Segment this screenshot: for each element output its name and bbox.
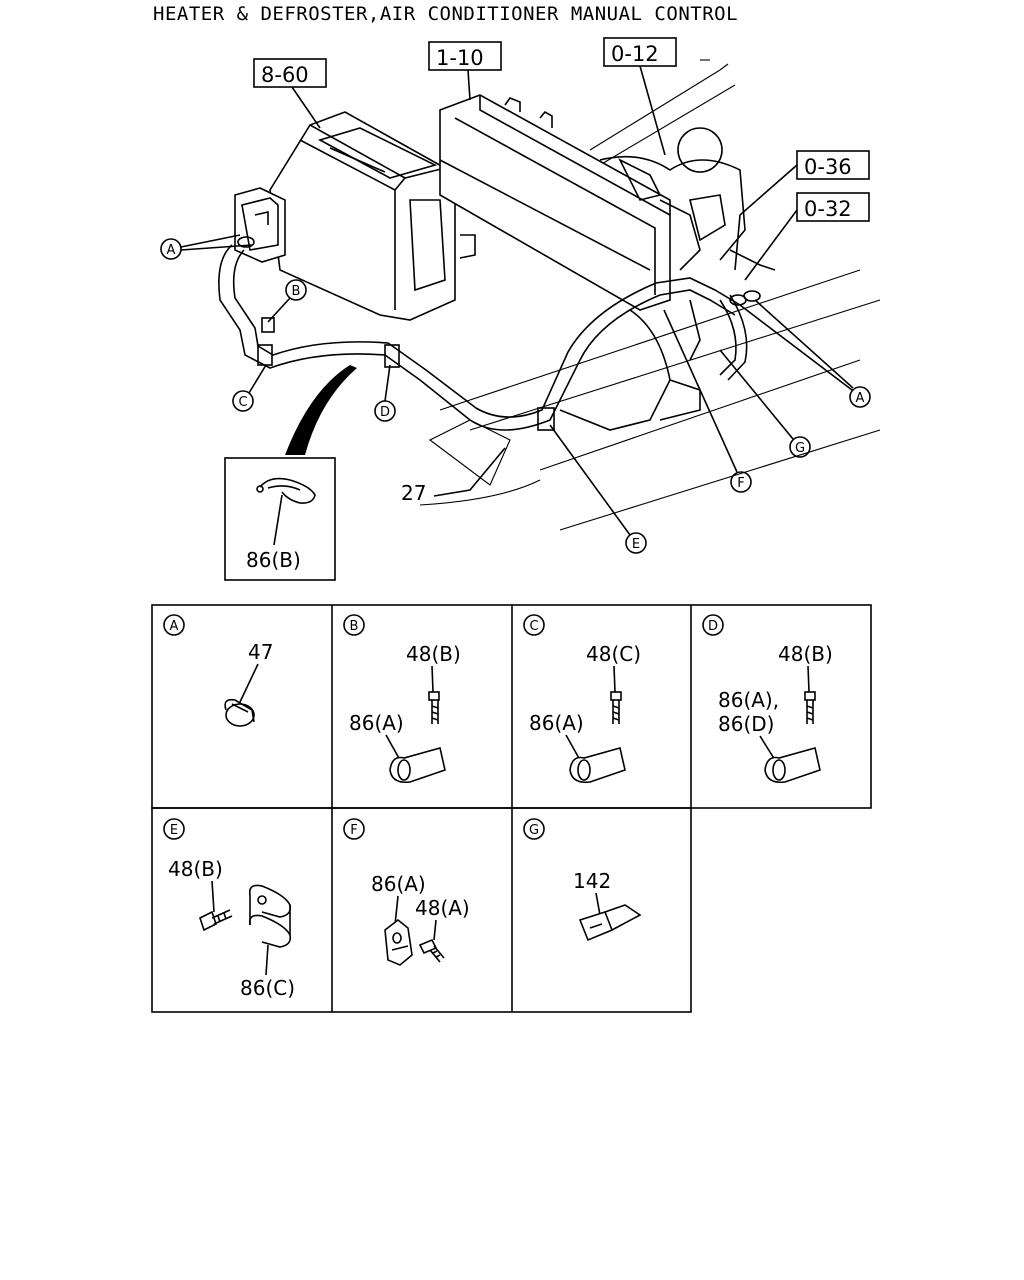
svg-text:47: 47 (248, 640, 273, 664)
svg-text:48(B): 48(B) (168, 857, 223, 881)
svg-text:F: F (737, 476, 744, 491)
radiator (439, 94, 671, 311)
svg-text:D: D (380, 405, 390, 420)
leader-e (549, 424, 631, 536)
ref-box-0-36[interactable]: 0-36 (796, 150, 870, 180)
svg-text:A: A (167, 243, 176, 258)
svg-text:C: C (238, 395, 247, 410)
diagram-title: HEATER & DEFROSTER,AIR CONDITIONER MANUA… (153, 3, 739, 25)
callout-g[interactable]: G (789, 436, 811, 458)
inset-pointer (285, 365, 357, 455)
leader-g (719, 349, 794, 440)
svg-text:0-12: 0-12 (611, 42, 659, 66)
svg-text:1-10: 1-10 (436, 46, 484, 70)
ref-box-0-12[interactable]: 0-12 (603, 37, 677, 67)
part-label-27: 27 (401, 481, 426, 505)
chassis-lines (419, 59, 881, 531)
svg-text:F: F (350, 823, 357, 838)
detail-panel-d: D 48(B) 86(A), 86(D) (702, 614, 833, 784)
svg-text:48(B): 48(B) (406, 642, 461, 666)
heater-unit (269, 111, 476, 321)
svg-text:C: C (529, 619, 538, 634)
svg-text:E: E (632, 537, 640, 552)
callout-c[interactable]: C (232, 390, 254, 412)
detail-panel-f: F 86(A) 48(A) (343, 818, 470, 966)
leader-d (384, 364, 391, 402)
callout-d[interactable]: D (374, 400, 396, 422)
inset-label: 86(B) (246, 548, 301, 572)
leader-a-right (739, 299, 854, 391)
leader-0-12 (639, 65, 666, 156)
callout-a-left[interactable]: A (160, 238, 182, 260)
detail-table (151, 604, 872, 1013)
svg-text:E: E (170, 823, 178, 838)
svg-text:G: G (529, 823, 539, 838)
svg-text:A: A (170, 619, 179, 634)
svg-text:D: D (708, 619, 718, 634)
svg-text:86(C): 86(C) (240, 976, 295, 1000)
svg-text:86(A): 86(A) (529, 711, 584, 735)
ref-box-0-32[interactable]: 0-32 (796, 192, 870, 222)
detail-panel-b: B 48(B) 86(A) (343, 614, 461, 784)
svg-text:B: B (350, 619, 359, 634)
floor-panel (428, 419, 511, 486)
callout-a-right[interactable]: A (849, 386, 871, 408)
detail-panel-a: A 47 (163, 614, 273, 727)
engine (559, 127, 776, 431)
leader-0-32 (744, 209, 798, 281)
svg-text:86(A): 86(A) (349, 711, 404, 735)
callout-f[interactable]: F (730, 471, 752, 493)
leader-c (248, 364, 267, 394)
callout-e[interactable]: E (625, 532, 647, 554)
ref-box-1-10[interactable]: 1-10 (428, 41, 502, 71)
svg-text:0-32: 0-32 (804, 197, 852, 221)
svg-text:86(A),: 86(A), (718, 688, 779, 712)
detail-panel-e: E 48(B) 86(C) (163, 818, 295, 1000)
leader-0-36 (734, 164, 798, 271)
leader-1-10 (467, 69, 471, 101)
svg-text:48(C): 48(C) (586, 642, 641, 666)
leader-f (663, 309, 738, 473)
svg-text:A: A (856, 391, 865, 406)
svg-text:G: G (795, 441, 805, 456)
svg-text:B: B (292, 284, 301, 299)
leader-8-60 (291, 86, 321, 129)
blower-end-plate (234, 187, 286, 263)
svg-text:86(D): 86(D) (718, 712, 774, 736)
svg-text:0-36: 0-36 (804, 155, 852, 179)
inset-clip-86b: 86(B) (224, 457, 336, 581)
leader-27 (433, 447, 506, 497)
detail-panel-g: G 142 (523, 818, 642, 942)
ref-box-8-60[interactable]: 8-60 (253, 58, 327, 88)
svg-text:142: 142 (573, 869, 611, 893)
svg-text:86(A): 86(A) (371, 872, 426, 896)
svg-text:8-60: 8-60 (261, 63, 309, 87)
detail-panel-c: C 48(C) 86(A) (523, 614, 641, 784)
svg-text:48(A): 48(A) (415, 896, 470, 920)
callout-b[interactable]: B (285, 279, 307, 301)
svg-text:48(B): 48(B) (778, 642, 833, 666)
leader-b (267, 297, 291, 323)
leader-a-left (180, 234, 253, 251)
